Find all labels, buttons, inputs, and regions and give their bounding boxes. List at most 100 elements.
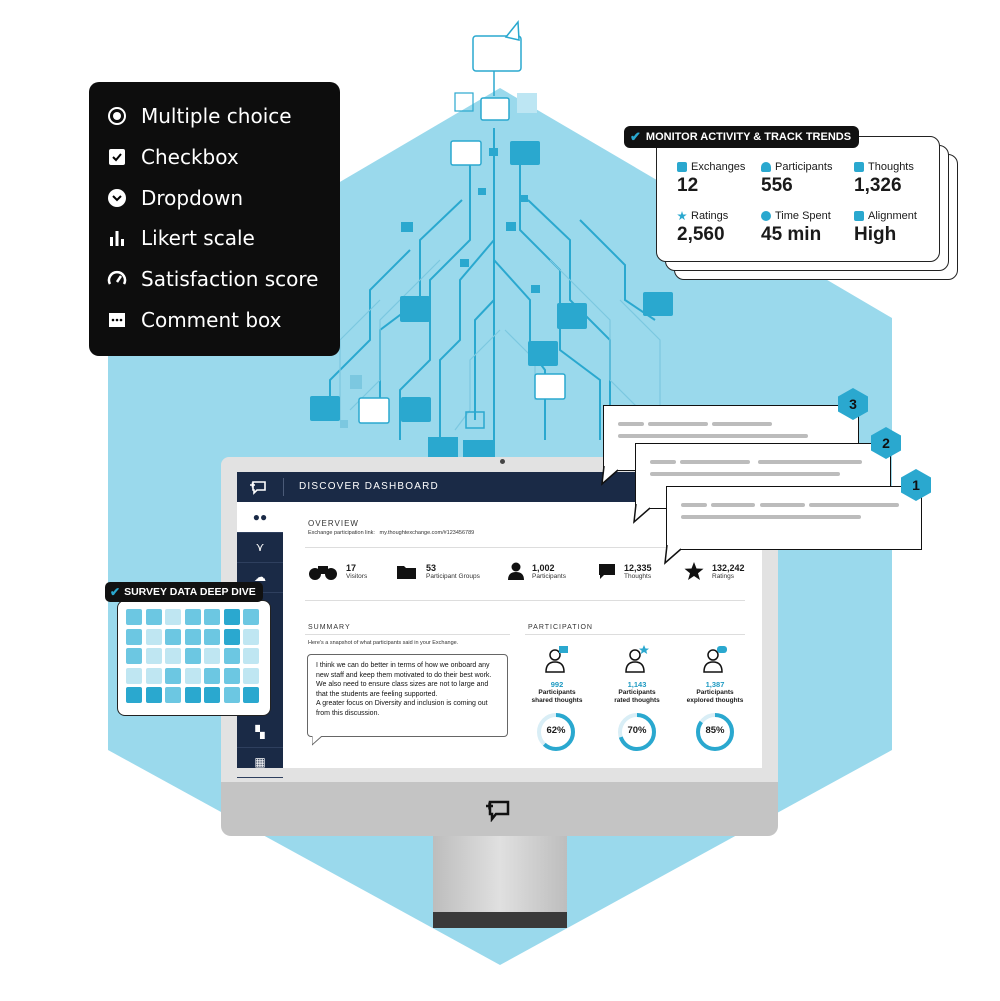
monitor-stand-base — [433, 912, 567, 928]
stat-label: Ratings — [691, 210, 729, 222]
rank-hexagon-3 — [838, 388, 868, 420]
brand-logo-icon — [486, 800, 510, 822]
heatmap-cell — [204, 628, 220, 645]
gauge-fill — [618, 713, 656, 751]
question-type-multiple-choice[interactable]: Multiple choice — [107, 100, 292, 132]
kpi-label: Ratings — [712, 572, 735, 580]
heatmap-cell — [126, 667, 142, 684]
participation-label: Participants — [538, 689, 576, 696]
heatmap-cell — [145, 687, 162, 703]
participation-title: PARTICIPATION — [528, 624, 593, 631]
question-type-label: Satisfaction score — [141, 267, 319, 291]
survey-heatmap — [126, 609, 259, 703]
star-icon — [684, 562, 704, 580]
stat-value: 2,560 — [677, 224, 725, 245]
gauge-label: 85% — [705, 725, 725, 736]
participation-label: explored thoughts — [686, 697, 744, 704]
comment-icon — [107, 310, 127, 330]
app-logo-icon — [250, 481, 266, 495]
person-icon — [508, 562, 524, 580]
sidebar-item-grid[interactable]: ▚ — [237, 717, 283, 748]
stat-label: Thoughts — [868, 161, 914, 173]
divider — [305, 600, 745, 601]
donut-gauge — [537, 713, 575, 751]
bubble-tail-2 — [633, 504, 651, 524]
heatmap-cell — [184, 667, 201, 684]
heatmap-cell — [126, 648, 142, 664]
dashboard-title: DISCOVER DASHBOARD — [299, 481, 439, 492]
heatmap-cell — [145, 648, 162, 664]
stat-value: 12 — [677, 175, 699, 196]
participation-explored: 1,387 Participants explored thoughts — [680, 645, 750, 705]
monitor-activity-card: Exchanges 12 Participants 556 Thoughts 1… — [656, 136, 940, 262]
badge-label: MONITOR ACTIVITY & TRACK TRENDS — [645, 131, 852, 143]
heatmap-cell — [223, 648, 240, 664]
heatmap-cell — [184, 609, 201, 625]
stat-value: 1,326 — [854, 175, 902, 196]
gauge-fill — [537, 713, 575, 751]
sidebar-item-table[interactable]: ▦ — [237, 747, 283, 778]
check-icon: ✔ — [630, 129, 641, 144]
heatmap-cell — [165, 628, 181, 645]
stat-label: Time Spent — [775, 210, 831, 222]
participation-value: 992 — [550, 680, 564, 689]
gauge-shared: 62% — [535, 711, 577, 753]
link-value[interactable]: my.thoughtexchange.com/#123456789 — [379, 530, 475, 536]
divider — [305, 634, 510, 635]
kpi-value: 1,002 — [532, 562, 555, 573]
bubble-tail-3 — [601, 466, 619, 486]
survey-data-badge: ✔ SURVEY DATA DEEP DIVE — [105, 582, 263, 602]
blocks-icon: ▚ — [255, 725, 265, 739]
kpi-label: Visitors — [346, 572, 368, 580]
question-type-dropdown[interactable]: Dropdown — [107, 182, 243, 214]
bubble-tail-1 — [664, 545, 682, 565]
badge-label: SURVEY DATA DEEP DIVE — [124, 586, 256, 598]
heatmap-cell — [145, 628, 162, 645]
question-type-label: Checkbox — [141, 145, 239, 169]
question-type-label: Multiple choice — [141, 104, 292, 128]
stat-value: High — [854, 224, 897, 245]
heatmap-cell — [184, 628, 201, 645]
stat-label: Exchanges — [691, 161, 746, 173]
question-type-satisfaction[interactable]: Satisfaction score — [107, 263, 318, 295]
heatmap-cell — [184, 648, 201, 664]
flow-icon: ⋎ — [255, 540, 265, 554]
quote-tail — [312, 736, 323, 746]
question-type-label: Likert scale — [141, 226, 255, 250]
stat-alignment: Alignment High — [854, 210, 917, 246]
clock-icon — [761, 211, 771, 221]
heatmap-cell — [204, 609, 220, 625]
stat-participants: Participants 556 — [761, 161, 832, 197]
question-type-checkbox[interactable]: Checkbox — [107, 141, 239, 173]
speech-icon — [599, 564, 615, 579]
question-type-likert[interactable]: Likert scale — [107, 222, 255, 254]
donut-gauge — [618, 713, 656, 751]
sidebar-item-participants[interactable]: ●● — [237, 502, 283, 533]
table-icon: ▦ — [254, 755, 266, 769]
question-type-comment[interactable]: Comment box — [107, 304, 282, 336]
thought-bubble-1 — [666, 486, 922, 550]
person-speech-icon — [545, 646, 568, 673]
participation-label: Participants — [618, 689, 656, 696]
link-label: Exchange participation link: — [308, 530, 375, 536]
speech-icon — [854, 162, 864, 172]
stat-exchanges: Exchanges 12 — [677, 161, 745, 197]
heatmap-cell — [243, 648, 259, 664]
heatmap-cell — [204, 648, 220, 664]
sidebar-item-flow[interactable]: ⋎ — [237, 532, 283, 563]
gauge-icon — [107, 269, 127, 289]
donut-gauge — [696, 713, 734, 751]
rank-number: 3 — [849, 396, 857, 412]
kpi-label: Participants — [532, 572, 566, 580]
stat-time-spent: Time Spent 45 min — [761, 210, 831, 246]
summary-subtitle: Here's a snapshot of what participants s… — [308, 640, 459, 646]
kpi-value: 53 — [426, 562, 437, 573]
heatmap-cell — [243, 687, 259, 703]
monitor-chin — [221, 782, 778, 836]
person-star-icon — [625, 645, 649, 673]
cloud-icon: ☁ — [254, 570, 266, 584]
